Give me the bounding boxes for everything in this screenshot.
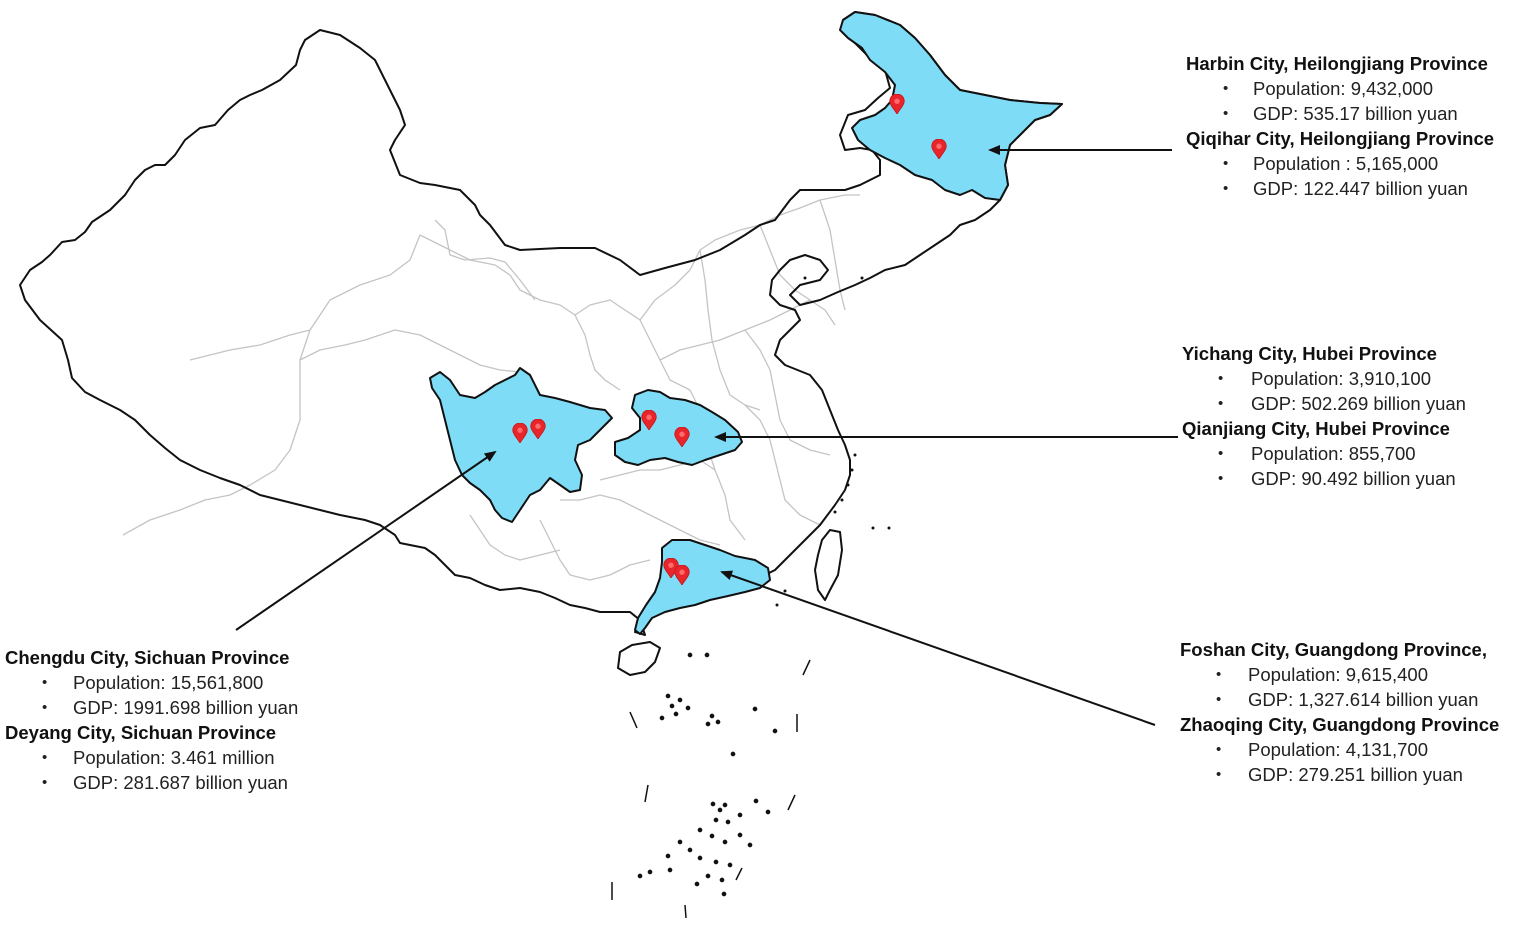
south-china-sea-islands [611, 652, 811, 919]
population-chengdu: Population: 15,561,800 [5, 670, 298, 695]
city-title-chengdu: Chengdu City, Sichuan Province [5, 647, 290, 668]
arrow-guangdong [720, 570, 1156, 726]
population-deyang: Population: 3.461 million [5, 745, 298, 770]
gdp-foshan: GDP: 1,327.614 billion yuan [1180, 687, 1499, 712]
city-stats-deyang: Population: 3.461 million GDP: 281.687 b… [5, 745, 298, 795]
city-title-yichang: Yichang City, Hubei Province [1182, 343, 1437, 364]
arrow-sichuan [235, 450, 497, 631]
gdp-yichang: GDP: 502.269 billion yuan [1182, 391, 1466, 416]
coastal-islands [775, 276, 891, 607]
city-title-deyang: Deyang City, Sichuan Province [5, 722, 277, 743]
population-yichang: Population: 3,910,100 [1182, 366, 1466, 391]
population-qianjiang: Population: 855,700 [1182, 441, 1466, 466]
city-stats-chengdu: Population: 15,561,800 GDP: 1991.698 bil… [5, 670, 298, 720]
population-foshan: Population: 9,615,400 [1180, 662, 1499, 687]
gdp-qianjiang: GDP: 90.492 billion yuan [1182, 466, 1466, 491]
city-title-zhaoqing: Zhaoqing City, Guangdong Province [1180, 714, 1500, 735]
city-markers [512, 94, 947, 585]
annotation-sichuan: Chengdu City, Sichuan Province Populatio… [5, 645, 298, 795]
population-harbin: Population: 9,432,000 [1186, 76, 1494, 101]
city-title-qiqihar: Qiqihar City, Heilongjiang Province [1186, 128, 1495, 149]
population-qiqihar: Population : 5,165,000 [1186, 151, 1494, 176]
province-sichuan [429, 367, 613, 523]
gdp-harbin: GDP: 535.17 billion yuan [1186, 101, 1494, 126]
city-stats-qianjiang: Population: 855,700 GDP: 90.492 billion … [1182, 441, 1466, 491]
city-stats-harbin: Population: 9,432,000 GDP: 535.17 billio… [1186, 76, 1494, 126]
national-border [19, 11, 1063, 676]
population-zhaoqing: Population: 4,131,700 [1180, 737, 1499, 762]
province-guangdong [634, 539, 771, 635]
annotation-guangdong: Foshan City, Guangdong Province, Populat… [1180, 637, 1499, 787]
gdp-chengdu: GDP: 1991.698 billion yuan [5, 695, 298, 720]
city-stats-zhaoqing: Population: 4,131,700 GDP: 279.251 billi… [1180, 737, 1499, 787]
city-title-qianjiang: Qianjiang City, Hubei Province [1182, 418, 1450, 439]
gdp-deyang: GDP: 281.687 billion yuan [5, 770, 298, 795]
annotation-hubei: Yichang City, Hubei Province Population:… [1182, 341, 1466, 491]
annotation-heilongjiang: Harbin City, Heilongjiang Province Popul… [1186, 51, 1494, 201]
city-title-foshan: Foshan City, Guangdong Province, [1180, 639, 1487, 660]
city-stats-foshan: Population: 9,615,400 GDP: 1,327.614 bil… [1180, 662, 1499, 712]
city-title-harbin: Harbin City, Heilongjiang Province [1186, 53, 1488, 74]
city-stats-yichang: Population: 3,910,100 GDP: 502.269 billi… [1182, 366, 1466, 416]
gdp-qiqihar: GDP: 122.447 billion yuan [1186, 176, 1494, 201]
callout-arrows [235, 145, 1178, 726]
highlighted-provinces [429, 11, 1063, 635]
city-stats-qiqihar: Population : 5,165,000 GDP: 122.447 bill… [1186, 151, 1494, 201]
province-heilongjiang [839, 11, 1063, 201]
gdp-zhaoqing: GDP: 279.251 billion yuan [1180, 762, 1499, 787]
